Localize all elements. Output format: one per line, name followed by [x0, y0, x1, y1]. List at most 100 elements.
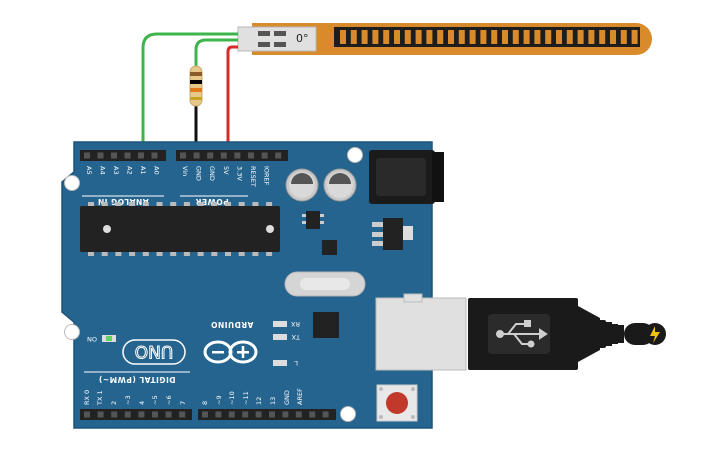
header-pin-hole[interactable] — [165, 411, 172, 418]
usb-chip — [313, 312, 339, 338]
digital-pin-label: 7 — [179, 401, 187, 405]
analog-header — [80, 150, 166, 161]
header-pin-hole[interactable] — [202, 411, 208, 418]
mount-hole — [347, 147, 363, 163]
flex-sensor-pattern — [340, 30, 638, 44]
header-pin-hole[interactable] — [282, 411, 289, 418]
header-pin-hole[interactable] — [275, 152, 282, 159]
header-pin-hole[interactable] — [220, 152, 227, 159]
header-pin-hole[interactable] — [124, 411, 131, 418]
power-pin-label: GND — [208, 166, 216, 181]
flex-sensor-trace — [491, 30, 498, 44]
flex-sensor[interactable]: 0° — [237, 23, 652, 55]
signal-wire-a0 — [141, 32, 238, 155]
flex-sensor-trace — [426, 30, 433, 44]
header-pin-hole[interactable] — [180, 152, 186, 159]
header-pin-hole[interactable] — [84, 411, 90, 418]
rx-label: RX — [290, 320, 300, 328]
header-pin-hole[interactable] — [111, 411, 118, 418]
flex-sensor-trace — [566, 30, 573, 44]
flex-sensor-trace — [610, 30, 616, 44]
flex-sensor-trace — [631, 30, 638, 44]
digital-header-high — [198, 409, 336, 420]
resistor[interactable] — [189, 65, 203, 107]
power-wire-5v — [226, 45, 238, 157]
header-pin-hole[interactable] — [179, 411, 186, 418]
header-pin-hole[interactable] — [242, 411, 249, 418]
l-led — [273, 360, 287, 366]
analog-pin-label: A5 — [85, 166, 93, 175]
on-label: ON — [87, 335, 97, 343]
power-pin-label: Vin — [181, 166, 189, 176]
analog-pin-label: A0 — [153, 166, 161, 175]
flex-sensor-trace — [448, 30, 454, 44]
header-pin-hole[interactable] — [84, 152, 90, 159]
header-pin-hole[interactable] — [138, 152, 144, 159]
power-header-title: POWER — [195, 197, 229, 206]
l-label: L — [294, 359, 298, 367]
flex-sensor-trace — [480, 30, 487, 44]
flex-sensor-trace — [372, 30, 379, 44]
header-pin-hole[interactable] — [138, 411, 145, 418]
capacitor — [285, 168, 319, 202]
tx-label: TX — [291, 333, 301, 341]
digital-pin-label: 13 — [269, 397, 277, 405]
board-name: UNO — [135, 341, 174, 361]
header-pin-hole[interactable] — [255, 411, 262, 418]
flex-sensor-trace — [502, 30, 508, 44]
header-pin-hole[interactable] — [322, 411, 329, 418]
power-header — [176, 150, 288, 161]
header-pin-hole[interactable] — [151, 152, 158, 159]
small-ic — [306, 211, 320, 229]
header-pin-hole[interactable] — [111, 152, 117, 159]
header-pin-hole[interactable] — [261, 152, 268, 159]
dc-power-jack — [369, 150, 444, 204]
usb-cable[interactable] — [375, 293, 666, 371]
uno-badge — [122, 339, 186, 365]
header-pin-hole[interactable] — [295, 411, 302, 418]
header-pin-hole[interactable] — [152, 411, 158, 418]
lightning-icon — [650, 326, 660, 343]
header-pin-hole[interactable] — [215, 411, 222, 418]
analog-header-title: ANALOG IN — [97, 197, 148, 206]
analog-pin-label: A1 — [139, 166, 147, 175]
mount-hole — [64, 324, 80, 340]
header-pin-hole[interactable] — [193, 152, 200, 159]
rx-led — [273, 321, 287, 327]
analog-pin-label: A3 — [112, 166, 120, 175]
header-pin-hole[interactable] — [234, 152, 241, 159]
digital-pin-label: ~5 — [151, 395, 159, 405]
header-pin-hole[interactable] — [228, 411, 235, 418]
digital-pin-label: 4 — [138, 401, 146, 405]
arduino-logo: ARDUINO UNO — [122, 320, 258, 365]
mount-hole — [64, 175, 80, 191]
flex-sensor-trace — [588, 30, 595, 44]
signal-wire-resistor — [194, 38, 238, 68]
flex-sensor-trace — [523, 30, 530, 44]
header-pin-hole[interactable] — [309, 411, 316, 418]
flex-sensor-trace — [577, 30, 584, 44]
header-pin-hole[interactable] — [97, 411, 104, 418]
digital-pin-label: RX 0 — [83, 390, 91, 405]
flex-angle-readout: 0° — [296, 32, 309, 45]
flex-sensor-trace — [415, 30, 422, 44]
header-pin-hole[interactable] — [207, 152, 214, 159]
header-pin-hole[interactable] — [124, 152, 131, 159]
reset-button[interactable] — [376, 384, 418, 422]
mount-hole — [340, 406, 356, 422]
flex-sensor-trace — [534, 30, 541, 44]
flex-sensor-trace — [599, 30, 606, 44]
header-pin-hole[interactable] — [97, 152, 104, 159]
atmega-chip — [80, 202, 280, 256]
flex-sensor-trace — [404, 30, 411, 44]
digital-pin-label: ~11 — [242, 391, 250, 405]
power-pin-label: 3.3V — [235, 166, 243, 181]
flex-sensor-trace — [512, 30, 519, 44]
capacitor — [323, 168, 357, 202]
header-pin-hole[interactable] — [269, 411, 275, 418]
header-pin-hole[interactable] — [248, 152, 254, 159]
digital-pin-label: ~10 — [228, 391, 236, 405]
